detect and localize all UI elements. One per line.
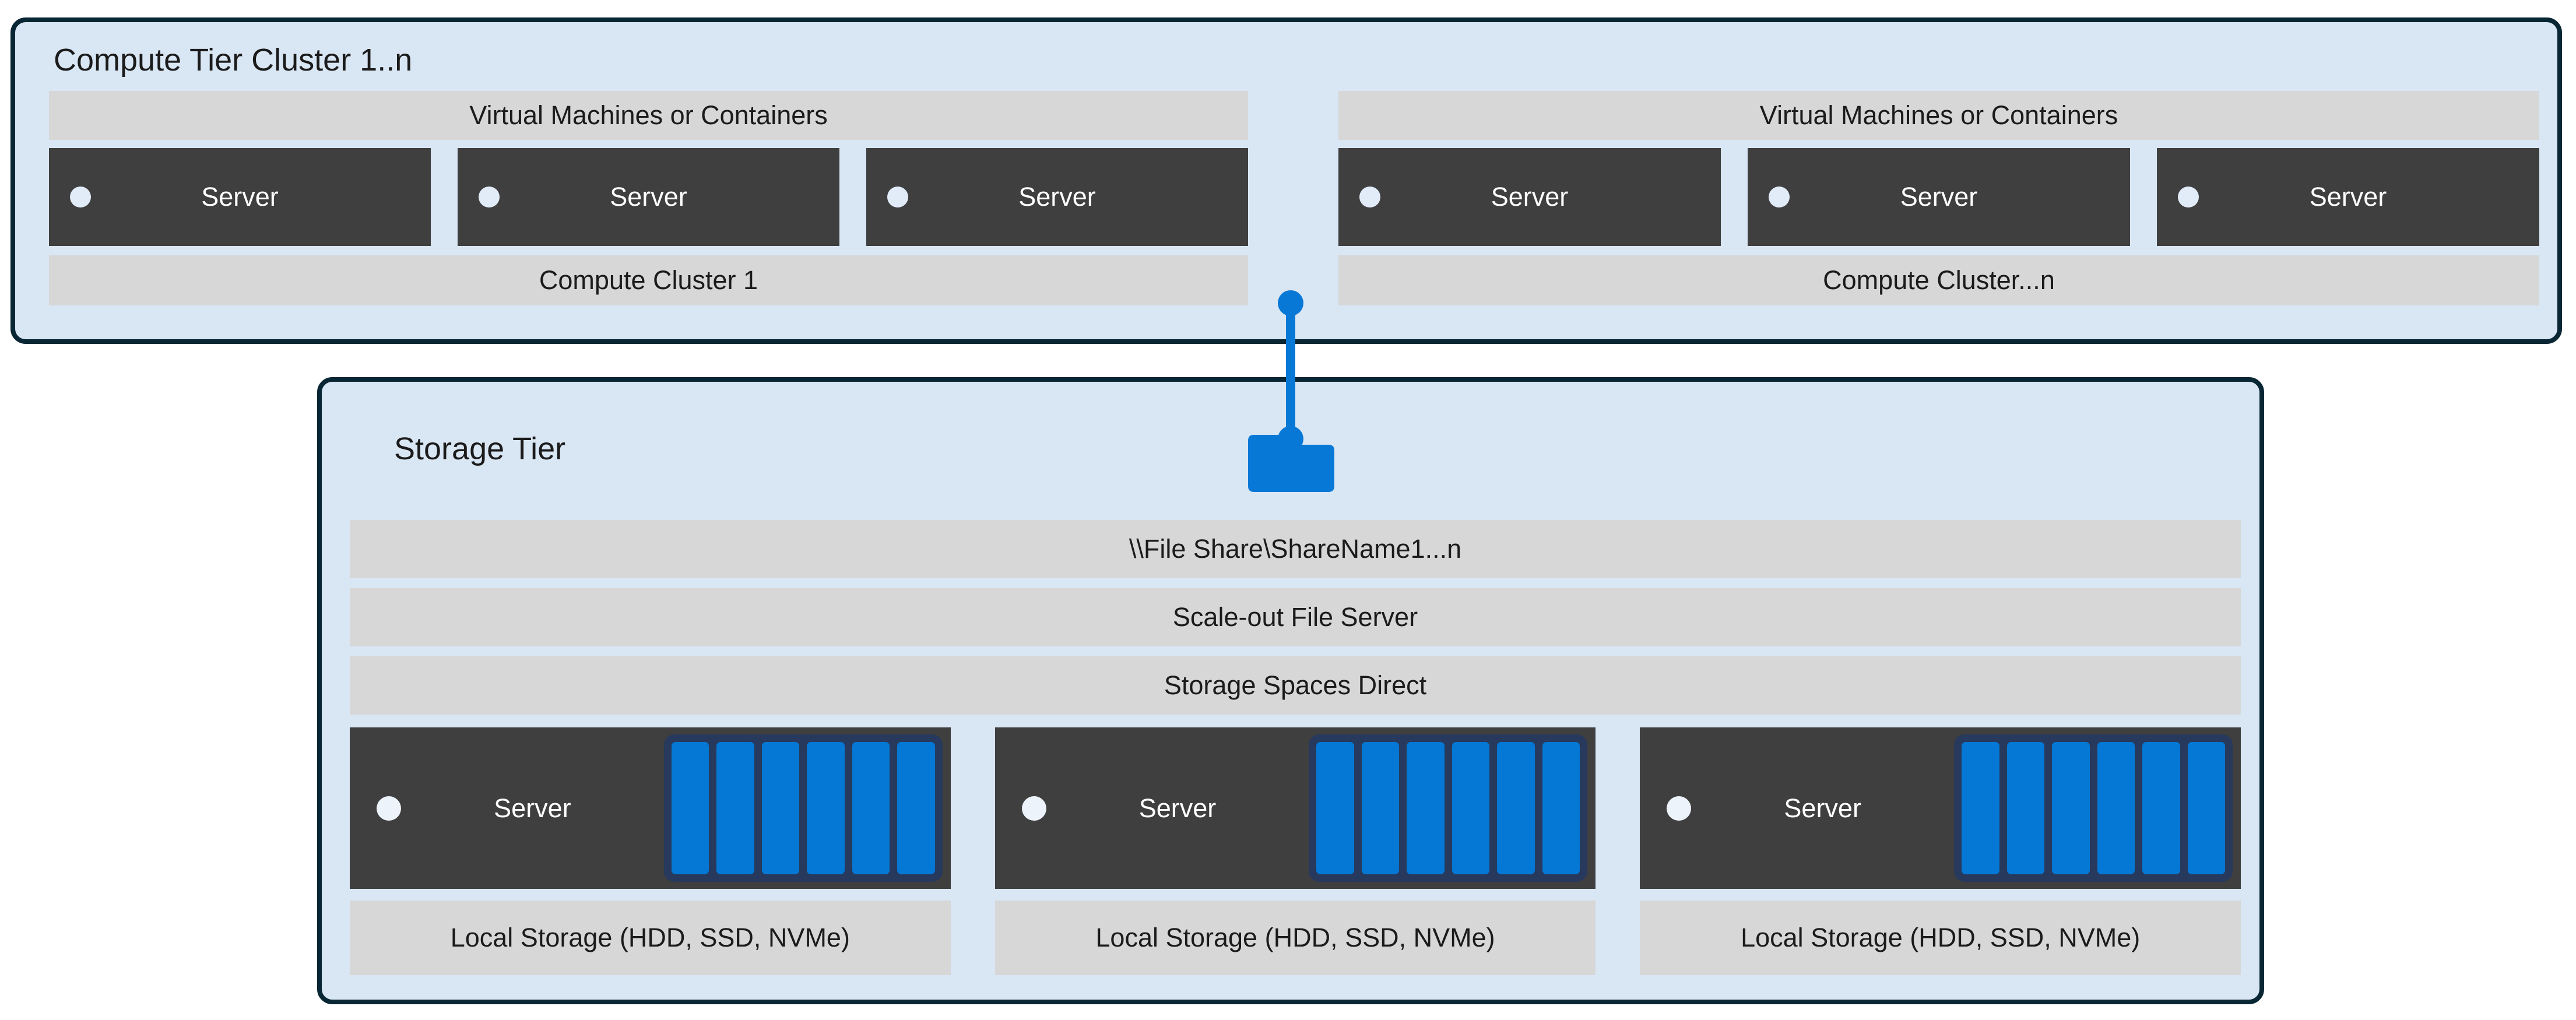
disk-icon <box>807 742 845 874</box>
compute-tier-box: Compute Tier Cluster 1..n Virtual Machin… <box>10 17 2562 344</box>
server-box: Server <box>1338 148 1721 246</box>
disk-shelf <box>1954 734 2233 882</box>
storage-server-row: Server Server <box>350 727 2241 889</box>
disk-icon <box>716 742 754 874</box>
server-row: Server Server Server <box>49 148 1248 246</box>
disk-icon <box>2052 742 2090 874</box>
disk-icon <box>1316 742 1354 874</box>
disk-shelf <box>663 734 943 882</box>
server-indicator-icon <box>70 187 91 207</box>
server-indicator-icon <box>479 187 500 207</box>
server-indicator-icon <box>1769 187 1790 207</box>
tier-connector-line <box>1286 300 1295 440</box>
server-indicator-icon <box>377 796 401 821</box>
disk-icon <box>1542 742 1580 874</box>
disk-icon <box>1407 742 1445 874</box>
compute-tier-title: Compute Tier Cluster 1..n <box>54 43 413 78</box>
local-storage-bar: Local Storage (HDD, SSD, NVMe) <box>994 901 1596 975</box>
server-box: Server <box>49 148 431 246</box>
storage-tier-box: Storage Tier \\File Share\ShareName1...n… <box>317 377 2264 1004</box>
compute-cluster-n-bar: Compute Cluster...n <box>1338 255 2539 305</box>
server-indicator-icon <box>1667 796 1692 821</box>
server-label: Server <box>2309 182 2387 212</box>
vm-containers-bar: Virtual Machines or Containers <box>49 91 1248 140</box>
server-indicator-icon <box>1021 796 1046 821</box>
connector-node-icon <box>1278 290 1303 316</box>
disk-icon <box>1452 742 1490 874</box>
storage-server-box: Server <box>994 727 1596 889</box>
vm-containers-bar: Virtual Machines or Containers <box>1338 91 2539 140</box>
local-storage-bar: Local Storage (HDD, SSD, NVMe) <box>1640 901 2241 975</box>
storage-spaces-direct-bar: Storage Spaces Direct <box>350 656 2241 715</box>
disk-icon <box>2142 742 2180 874</box>
server-label: Server <box>494 793 571 823</box>
disk-icon <box>1497 742 1535 874</box>
storage-server-box: Server <box>350 727 951 889</box>
disk-icon <box>2006 742 2045 874</box>
server-indicator-icon <box>1359 187 1380 207</box>
server-label: Server <box>1491 182 1569 212</box>
compute-cluster-1-group: Virtual Machines or Containers Server Se… <box>49 91 1248 305</box>
server-label: Server <box>1018 182 1096 212</box>
disk-icon <box>671 742 709 874</box>
disk-icon <box>897 742 935 874</box>
scale-out-file-server-bar: Scale-out File Server <box>350 588 2241 646</box>
disk-shelf <box>1309 734 1588 882</box>
disk-icon <box>1361 742 1400 874</box>
server-label: Server <box>1900 182 1978 212</box>
server-box: Server <box>1748 148 2130 246</box>
server-label: Server <box>201 182 279 212</box>
folder-icon <box>1242 431 1339 497</box>
disk-icon <box>2187 742 2226 874</box>
server-row: Server Server Server <box>1338 148 2539 246</box>
server-indicator-icon <box>887 187 908 207</box>
compute-cluster-1-bar: Compute Cluster 1 <box>49 255 1248 305</box>
disk-icon <box>761 742 800 874</box>
server-box: Server <box>2157 148 2539 246</box>
local-storage-bar: Local Storage (HDD, SSD, NVMe) <box>350 901 951 975</box>
disk-icon <box>852 742 890 874</box>
server-box: Server <box>866 148 1248 246</box>
server-indicator-icon <box>2178 187 2199 207</box>
storage-tier-title: Storage Tier <box>394 431 566 466</box>
server-label: Server <box>610 182 687 212</box>
storage-server-box: Server <box>1640 727 2241 889</box>
file-share-bar: \\File Share\ShareName1...n <box>350 520 2241 578</box>
compute-cluster-n-group: Virtual Machines or Containers Server Se… <box>1338 91 2539 305</box>
disk-icon <box>2097 742 2135 874</box>
server-label: Server <box>1138 793 1217 823</box>
server-label: Server <box>1784 793 1861 823</box>
local-storage-row: Local Storage (HDD, SSD, NVMe) Local Sto… <box>350 901 2241 975</box>
disk-icon <box>1962 742 1999 874</box>
server-box: Server <box>458 148 839 246</box>
